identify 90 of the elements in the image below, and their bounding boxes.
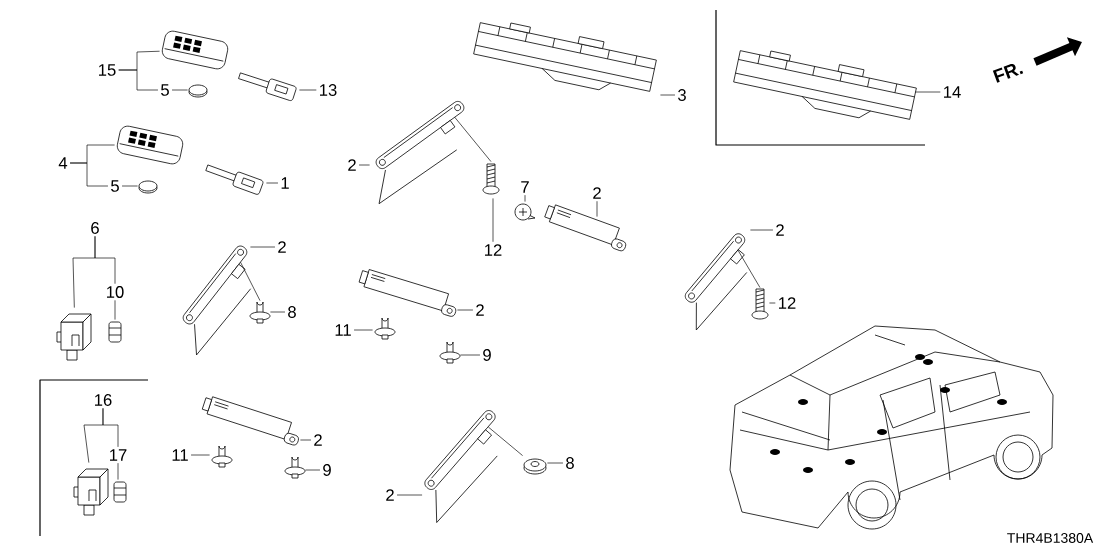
callout-number: 12 xyxy=(779,297,796,309)
leader-line xyxy=(300,439,312,441)
clip-drawing xyxy=(439,341,461,364)
leader-line xyxy=(737,249,761,288)
leader-line xyxy=(118,69,159,91)
leader-line xyxy=(190,454,210,456)
leader-line xyxy=(240,261,261,301)
leader-line xyxy=(454,116,492,162)
cap-drawing xyxy=(108,321,122,343)
antenna-bracket-drawing xyxy=(186,248,252,356)
antenna-unit-drawing xyxy=(201,396,299,446)
leader-line xyxy=(250,246,276,248)
leader-line xyxy=(299,89,317,91)
callout-number: 8 xyxy=(566,457,574,469)
sensor-drawing xyxy=(73,468,109,516)
leader-line xyxy=(266,182,279,184)
callout-number: 7 xyxy=(521,181,529,193)
leader-line xyxy=(94,235,116,285)
leader-line xyxy=(492,198,494,243)
leader-line xyxy=(396,494,423,496)
leader-line xyxy=(305,469,321,471)
callout-number: 2 xyxy=(314,434,322,446)
callout-number: 2 xyxy=(476,304,484,316)
key-fob-drawing xyxy=(161,30,229,70)
screw-drawing xyxy=(482,163,500,195)
control-unit-drawing xyxy=(733,50,917,120)
screw-drawing xyxy=(514,203,536,221)
callout-number: 11 xyxy=(335,324,351,336)
key-blade-drawing xyxy=(238,72,297,101)
callout-number: 2 xyxy=(593,187,601,199)
callout-number: 5 xyxy=(161,84,169,96)
leader-line xyxy=(596,200,598,217)
callout-number: 9 xyxy=(483,349,491,361)
callout-number: 17 xyxy=(110,449,127,461)
screw-drawing xyxy=(751,288,769,320)
leader-line xyxy=(660,94,676,96)
leader-line xyxy=(270,311,286,313)
callout-number: 2 xyxy=(776,224,784,236)
battery-drawing xyxy=(138,180,158,194)
callout-number: 12 xyxy=(485,244,502,256)
antenna-unit-drawing xyxy=(544,204,627,252)
key-blade-drawing xyxy=(205,164,264,195)
leader-line xyxy=(353,329,373,331)
leader-line xyxy=(750,229,774,231)
drawing-code: THR4B1380A xyxy=(1007,533,1094,543)
leader-line xyxy=(524,194,526,202)
callout-number: 14 xyxy=(944,86,961,98)
leader-line xyxy=(547,462,564,464)
callout-number: 3 xyxy=(678,89,686,101)
leader-line xyxy=(915,91,941,93)
leader-line xyxy=(358,164,370,166)
callout-number: 15 xyxy=(99,64,116,76)
callout-number: 9 xyxy=(323,464,331,476)
clip-drawing xyxy=(249,301,271,324)
cap-drawing xyxy=(113,481,127,503)
antenna-bracket-drawing xyxy=(427,413,498,523)
leader-line xyxy=(460,354,481,356)
battery-drawing xyxy=(188,84,208,98)
callout-number: 6 xyxy=(91,222,99,234)
clip-drawing xyxy=(374,317,396,340)
clip-drawing xyxy=(211,445,233,468)
leader-line xyxy=(69,162,109,187)
leader-line xyxy=(114,299,116,320)
callout-number: 5 xyxy=(111,180,119,192)
callout-number: 13 xyxy=(320,84,337,96)
direction-label: FR. xyxy=(992,64,1024,83)
antenna-unit-drawing xyxy=(358,269,457,317)
antenna-bracket-drawing xyxy=(378,104,461,205)
callout-number: 2 xyxy=(386,489,394,501)
callout-number: 8 xyxy=(288,306,296,318)
leader-line xyxy=(171,89,188,91)
antenna-bracket-drawing xyxy=(688,236,748,331)
leader-line xyxy=(769,302,776,304)
callout-number: 2 xyxy=(348,159,356,171)
key-fob-drawing xyxy=(116,125,184,165)
callout-number: 11 xyxy=(172,449,188,461)
sensor-drawing xyxy=(56,313,92,361)
callout-number: 4 xyxy=(58,157,68,169)
callout-number: 1 xyxy=(281,177,289,189)
callout-number: 2 xyxy=(278,241,286,253)
leader-line xyxy=(121,185,138,187)
callout-number: 10 xyxy=(107,286,124,298)
control-unit-drawing xyxy=(473,22,657,92)
nut-drawing xyxy=(523,458,547,475)
clip-drawing xyxy=(284,456,306,479)
leader-line xyxy=(487,426,523,456)
leader-line xyxy=(102,407,119,448)
callout-number: 16 xyxy=(95,394,112,406)
leader-line xyxy=(457,309,474,311)
leader-line xyxy=(117,462,119,480)
